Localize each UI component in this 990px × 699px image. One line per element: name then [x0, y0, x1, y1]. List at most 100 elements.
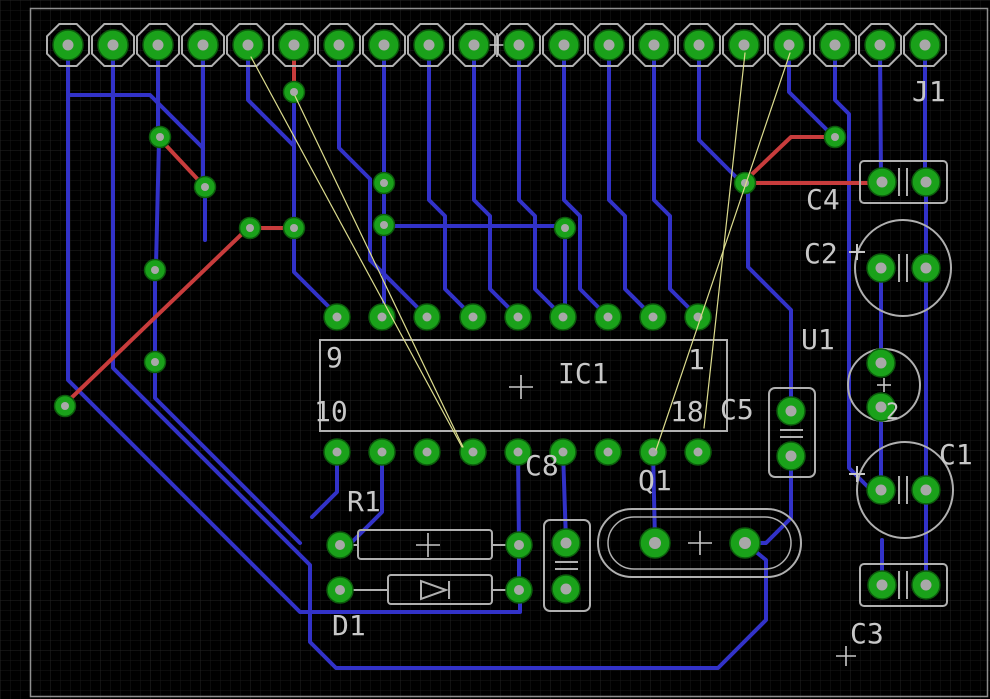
header-J1-pad-11[interactable]: [503, 29, 535, 61]
trace-top-copper[interactable]: [158, 137, 205, 187]
header-J1-pad-18[interactable]: [819, 29, 851, 61]
airwire-ratsnest[interactable]: [294, 95, 464, 448]
via[interactable]: [733, 171, 757, 195]
trace-bottom-copper[interactable]: [68, 93, 205, 150]
R1-pad-1[interactable]: [326, 531, 354, 559]
trace-bottom-copper[interactable]: [517, 45, 565, 319]
via[interactable]: [148, 125, 172, 149]
C1-pad-2[interactable]: [911, 475, 941, 505]
header-J1-pad-12[interactable]: [548, 29, 580, 61]
trace-bottom-copper[interactable]: [651, 450, 657, 543]
C5-pad-2[interactable]: [776, 441, 806, 471]
ic1-pad-bottom-3[interactable]: [413, 438, 441, 466]
trace-bottom-copper[interactable]: [292, 228, 339, 317]
header-J1-pad-4[interactable]: [187, 29, 219, 61]
trace-bottom-copper[interactable]: [337, 45, 429, 319]
trace-top-copper[interactable]: [63, 228, 248, 406]
airwire-ratsnest[interactable]: [703, 52, 746, 429]
trace-bottom-copper[interactable]: [562, 45, 610, 319]
header-J1-pad-9[interactable]: [413, 29, 445, 61]
trace-bottom-copper[interactable]: [607, 45, 655, 319]
header-J1-pad-3[interactable]: [142, 29, 174, 61]
header-J1-pad-1[interactable]: [52, 29, 84, 61]
component-C2[interactable]: [854, 219, 952, 317]
component-C8[interactable]: [543, 519, 591, 612]
trace-bottom-copper[interactable]: [427, 45, 475, 319]
U1-pad-2[interactable]: [866, 392, 896, 422]
ic1-pad-bottom-7[interactable]: [594, 438, 622, 466]
trace-bottom-copper[interactable]: [697, 45, 744, 185]
component-C3[interactable]: [859, 563, 948, 607]
component-C5[interactable]: [768, 387, 816, 478]
C3-pad-2[interactable]: [911, 570, 941, 600]
trace-bottom-copper[interactable]: [878, 45, 883, 182]
ic1-pad-top-9[interactable]: [684, 303, 712, 331]
via[interactable]: [282, 216, 306, 240]
ic1-pad-top-3[interactable]: [413, 303, 441, 331]
ic1-pad-top-5[interactable]: [504, 303, 532, 331]
C8-pad-1[interactable]: [551, 528, 581, 558]
C1-pad-1[interactable]: [866, 475, 896, 505]
via[interactable]: [238, 216, 262, 240]
U1-pad-1[interactable]: [866, 348, 896, 378]
C4-pad-2[interactable]: [911, 167, 941, 197]
via[interactable]: [553, 216, 577, 240]
component-C4[interactable]: [859, 160, 948, 204]
header-J1-pad-14[interactable]: [638, 29, 670, 61]
header-J1-pad-17[interactable]: [773, 29, 805, 61]
trace-bottom-copper[interactable]: [111, 45, 768, 670]
Q1-pad-2[interactable]: [729, 527, 761, 559]
ic1-pad-top-4[interactable]: [459, 303, 487, 331]
via[interactable]: [823, 125, 847, 149]
header-J1-pad-10[interactable]: [458, 29, 490, 61]
trace-bottom-copper[interactable]: [246, 45, 296, 228]
via[interactable]: [193, 175, 217, 199]
C5-pad-1[interactable]: [776, 396, 806, 426]
R1-pad-2[interactable]: [505, 531, 533, 559]
header-J1-pad-13[interactable]: [593, 29, 625, 61]
header-J1-pad-16[interactable]: [728, 29, 760, 61]
header-J1-pad-19[interactable]: [864, 29, 896, 61]
trace-bottom-copper[interactable]: [153, 362, 302, 545]
trace-bottom-copper[interactable]: [652, 45, 700, 319]
C2-pad-2[interactable]: [911, 253, 941, 283]
ic1-pad-bottom-9[interactable]: [684, 438, 712, 466]
Q1-pad-1[interactable]: [639, 527, 671, 559]
trace-bottom-copper[interactable]: [787, 45, 835, 138]
header-J1-pad-20[interactable]: [909, 29, 941, 61]
ic1-pad-bottom-1[interactable]: [323, 438, 351, 466]
via[interactable]: [143, 258, 167, 282]
header-J1-pad-7[interactable]: [323, 29, 355, 61]
via[interactable]: [372, 213, 396, 237]
ic1-pad-bottom-5[interactable]: [504, 438, 532, 466]
ic1-outline[interactable]: [319, 339, 728, 432]
header-J1-pad-6[interactable]: [278, 29, 310, 61]
via[interactable]: [143, 350, 167, 374]
ic1-pad-top-6[interactable]: [549, 303, 577, 331]
C2-pad-1[interactable]: [866, 253, 896, 283]
trace-bottom-copper[interactable]: [472, 45, 520, 319]
C4-pad-1[interactable]: [867, 167, 897, 197]
component-C1[interactable]: [856, 441, 954, 539]
trace-bottom-copper[interactable]: [561, 450, 568, 543]
component-Q1[interactable]: [597, 508, 802, 578]
header-J1-pad-2[interactable]: [97, 29, 129, 61]
trace-bottom-copper[interactable]: [154, 137, 161, 268]
C3-pad-1[interactable]: [867, 570, 897, 600]
via[interactable]: [372, 171, 396, 195]
D1-pad-2[interactable]: [505, 576, 533, 604]
trace-top-copper[interactable]: [745, 135, 837, 181]
via[interactable]: [53, 394, 77, 418]
ic1-pad-top-7[interactable]: [594, 303, 622, 331]
header-J1-pad-15[interactable]: [683, 29, 715, 61]
ic1-pad-bottom-4[interactable]: [459, 438, 487, 466]
ic1-pad-bottom-8[interactable]: [639, 438, 667, 466]
D1-pad-1[interactable]: [326, 576, 354, 604]
C8-pad-2[interactable]: [551, 574, 581, 604]
airwire-ratsnest[interactable]: [250, 56, 463, 448]
ic1-pad-bottom-2[interactable]: [368, 438, 396, 466]
ic1-pad-bottom-6[interactable]: [549, 438, 577, 466]
trace-bottom-copper[interactable]: [66, 45, 522, 614]
ic1-pad-top-1[interactable]: [323, 303, 351, 331]
